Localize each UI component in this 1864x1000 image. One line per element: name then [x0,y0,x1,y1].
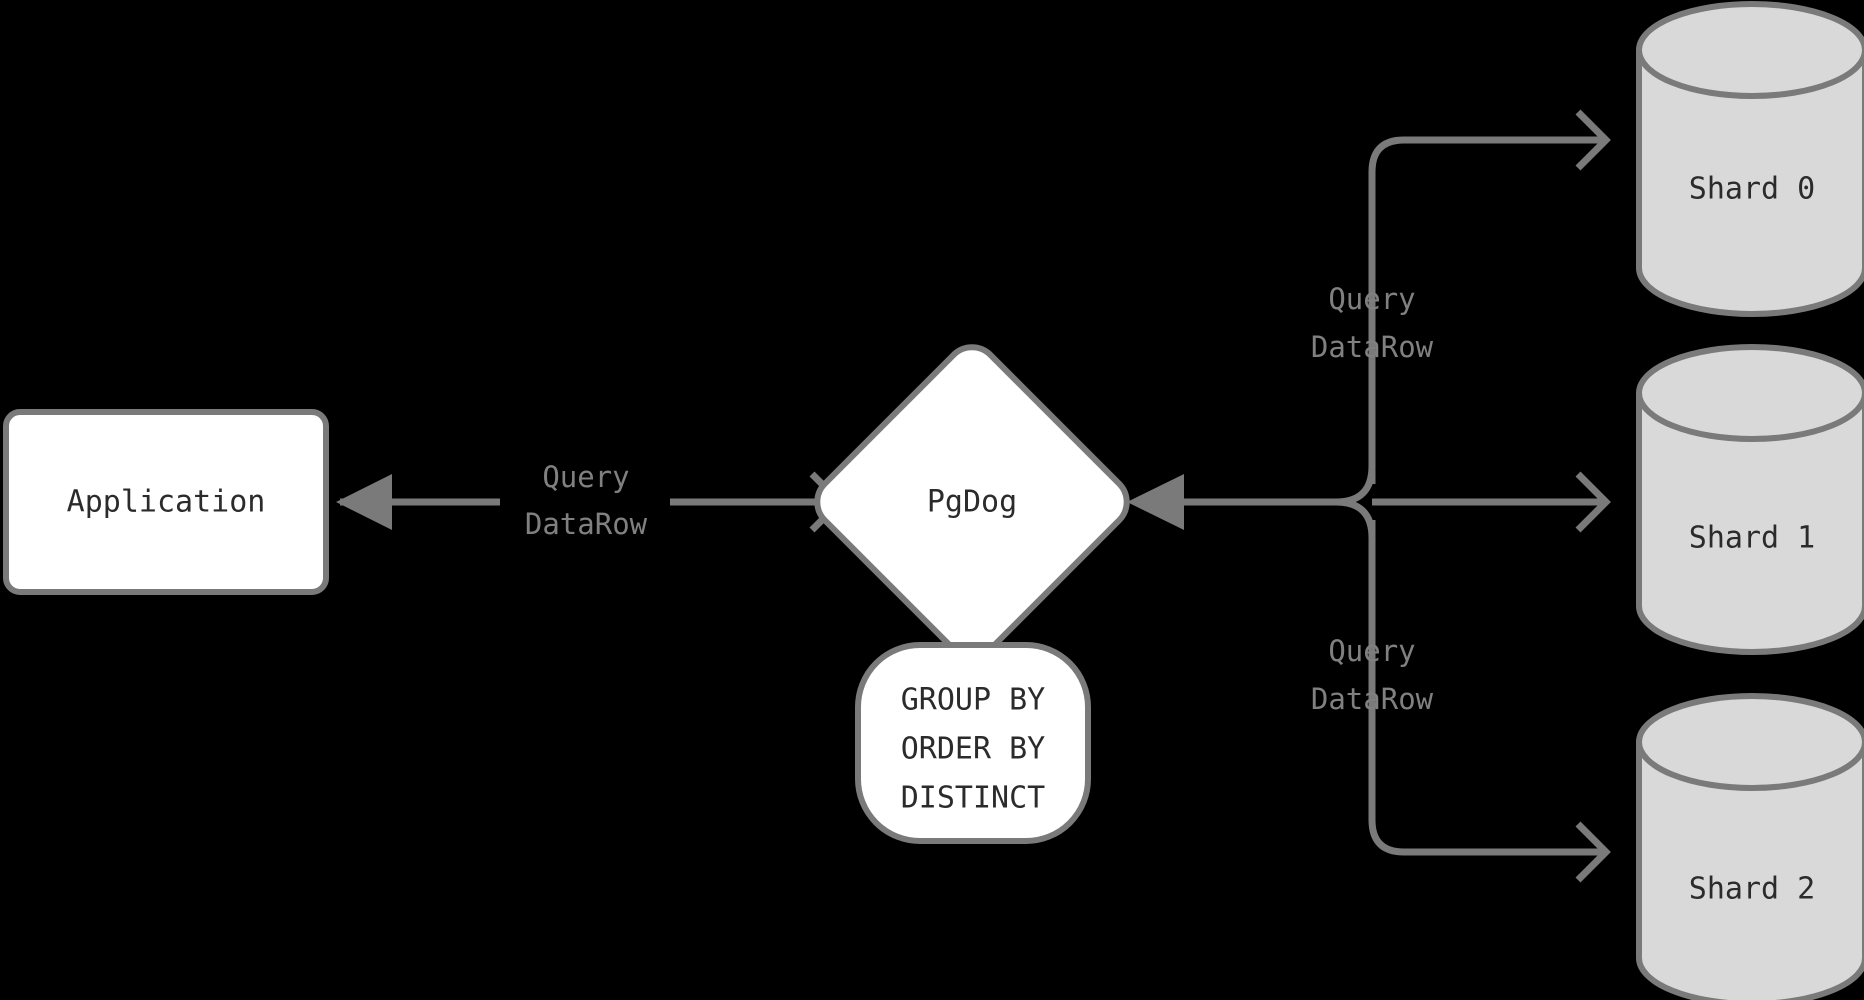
edge-pgdog-to-application [336,474,500,530]
edge-label-app-pgdog-line-1: Query [542,460,629,494]
edge-label-lower-shards: Query DataRow [1311,634,1434,716]
node-shard-2[interactable]: Shard 2 [1636,693,1864,1000]
edge-label-app-pgdog-line-2: DataRow [525,507,648,541]
edge-label-lower-line-2: DataRow [1311,682,1434,716]
shard-1-label: Shard 1 [1689,521,1815,556]
application-label: Application [67,485,266,520]
shard-0-label: Shard 0 [1689,172,1815,207]
edge-pgdog-to-shard-0 [1368,109,1611,484]
arrowhead-open-to-shard-0 [1575,109,1611,171]
shard-1-top [1636,344,1864,442]
edge-label-upper-line-1: Query [1328,282,1415,316]
operations-line-2: ORDER BY [901,732,1046,767]
edge-pgdog-to-shard-1 [1372,471,1611,533]
edge-line-branch-shard-0 [1368,136,1604,484]
operations-line-3: DISTINCT [901,781,1046,816]
application-box[interactable] [3,409,329,595]
node-shard-0[interactable]: Shard 0 [1636,1,1864,317]
node-pgdog[interactable]: PgDog [807,337,1138,668]
node-operations[interactable]: GROUP BY ORDER BY DISTINCT [855,642,1091,844]
edge-label-app-pgdog: Query DataRow [525,460,648,541]
edge-label-lower-line-1: Query [1328,634,1415,668]
shard-2-body[interactable] [1636,739,1864,1000]
node-application[interactable]: Application [3,409,329,595]
node-shard-1[interactable]: Shard 1 [1636,344,1864,655]
edge-label-upper-shards: Query DataRow [1311,282,1434,364]
operations-box[interactable] [855,642,1091,844]
shard-1-body[interactable] [1636,390,1864,655]
pgdog-diamond[interactable] [807,337,1138,668]
shard-2-top [1636,693,1864,791]
arrowhead-solid-to-pgdog [1127,474,1184,530]
junction-fillet-lower [1335,498,1376,539]
operations-line-1: GROUP BY [901,683,1046,718]
edge-line-branch-shard-2 [1368,520,1604,856]
edge-label-upper-line-2: DataRow [1311,330,1434,364]
arrowhead-solid-to-application [336,474,392,530]
arrowhead-open-to-shard-2 [1575,821,1611,883]
shard-0-body[interactable] [1636,47,1864,317]
junction-fillet-upper [1335,465,1376,506]
edge-shards-to-pgdog [1127,474,1352,530]
shard-0-top [1636,1,1864,99]
pgdog-label: PgDog [927,485,1017,520]
edge-pgdog-to-shard-2 [1368,520,1611,883]
shard-2-label: Shard 2 [1689,872,1815,907]
arrowhead-open-to-shard-1 [1575,471,1611,533]
